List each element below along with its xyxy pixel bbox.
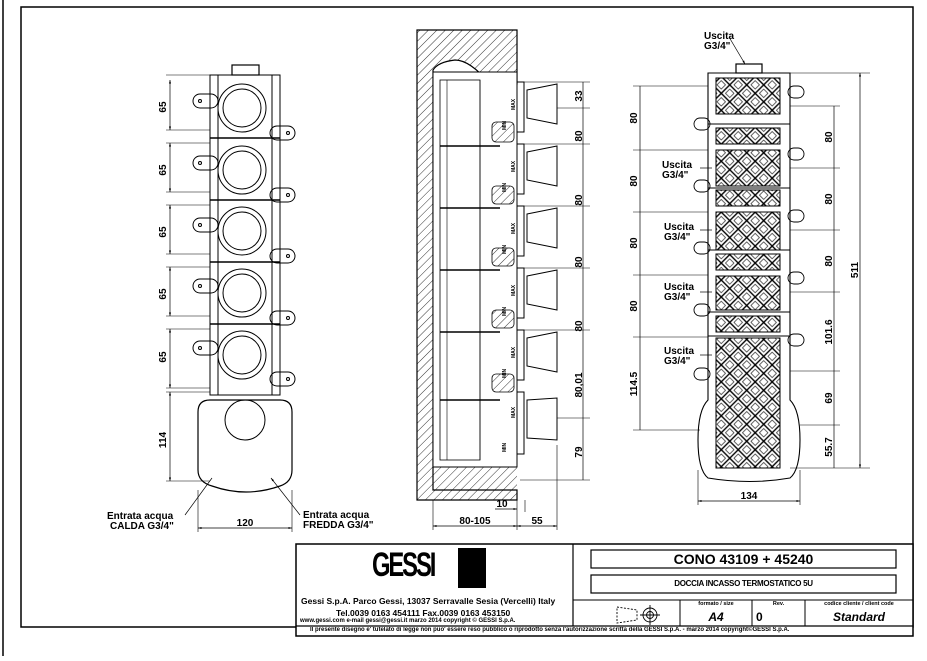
disclaimer-text: Il presente disegno e' tutelato di legge… [310, 627, 790, 633]
svg-text:MAX: MAX [511, 406, 517, 418]
dim-rear-left-3: 80 [629, 237, 640, 249]
front-module-5 [192, 330, 296, 387]
dim-rear-right-4: 101.6 [824, 319, 835, 344]
knob-2 [516, 143, 558, 195]
dim-section-0: 33 [574, 90, 585, 102]
outlet-3-line1: Uscita [664, 222, 694, 233]
logo-block [458, 548, 486, 588]
dim-rear-width: 134 [741, 491, 758, 502]
dim-rear-right-1: 80 [824, 131, 835, 143]
client-code-value: Standard [832, 610, 885, 624]
dim-front-5: 65 [158, 351, 169, 363]
front-module-3 [192, 206, 296, 264]
inlet-cold-line2: FREDDA G3/4" [303, 520, 374, 531]
outlet-2-line2: G3/4" [662, 170, 689, 181]
thermostat-body [197, 399, 293, 493]
rear-view [633, 36, 870, 505]
knob-6 [516, 391, 558, 455]
client-code-label: codice cliente / client code [824, 601, 894, 607]
inlet-hot-line2: CALDA G3/4" [110, 521, 174, 532]
outlet-top-line1: Uscita [704, 31, 734, 42]
front-module-4 [192, 268, 296, 326]
dim-rear-left-5: 114.5 [629, 371, 640, 396]
dim-section-projection: 55 [531, 516, 543, 527]
dim-front-4: 65 [158, 288, 169, 300]
knob-5 [516, 329, 558, 381]
dim-rear-right-5: 69 [824, 392, 835, 404]
outlet-5-line2: G3/4" [664, 356, 691, 367]
dim-section-offset: 10 [496, 499, 508, 510]
knob-1 [516, 81, 558, 133]
dim-rear-total: 511 [850, 261, 861, 278]
dim-section-3: 80 [574, 256, 585, 268]
svg-text:MAX: MAX [511, 346, 517, 358]
company-phone: Tel.0039 0163 454111 Fax.0039 0163 45315… [336, 608, 511, 618]
dim-front-bottom: 114 [158, 431, 169, 448]
front-module-1 [192, 83, 296, 141]
section-view-labels: 33 80 80 80 80 80,01 79 80-105 55 10 [459, 90, 585, 527]
dim-section-6: 79 [574, 446, 585, 458]
dim-section-depth: 80-105 [459, 516, 491, 527]
knob-4 [516, 267, 558, 319]
rev-value: 0 [756, 610, 763, 624]
dim-section-1: 80 [574, 130, 585, 142]
svg-text:MIN: MIN [502, 182, 508, 192]
dim-rear-left-2: 80 [629, 175, 640, 187]
format-label: formato / size [698, 601, 734, 607]
front-view-labels: 65 65 65 65 65 114 120 Entrata acqua CAL… [107, 101, 374, 532]
dim-section-4: 80 [574, 320, 585, 332]
product-description: DOCCIA INCASSO TERMOSTATICO 5U [674, 579, 813, 588]
svg-text:MAX: MAX [511, 160, 517, 172]
front-view [166, 64, 301, 532]
svg-text:MIN: MIN [502, 442, 508, 452]
dim-front-3: 65 [158, 226, 169, 238]
dim-section-5: 80,01 [574, 372, 585, 397]
inlet-hot-line1: Entrata acqua [107, 511, 174, 522]
company-web: www.gessi.com e-mail gessi@gessi.it marz… [300, 618, 516, 624]
front-module-2 [192, 145, 296, 203]
inlet-cold-line1: Entrata acqua [303, 510, 370, 521]
dim-rear-right-2: 80 [824, 193, 835, 205]
knob-3 [516, 205, 558, 257]
svg-text:MAX: MAX [511, 98, 517, 110]
projection-symbol-icon [616, 605, 660, 625]
title-block [295, 543, 914, 637]
outlet-5-line1: Uscita [664, 346, 694, 357]
svg-text:MAX: MAX [511, 284, 517, 296]
rev-label: Rev. [772, 601, 785, 607]
dim-front-1: 65 [158, 101, 169, 113]
svg-text:MIN: MIN [502, 368, 508, 378]
outlet-top-line2: G3/4" [704, 41, 731, 52]
dim-rear-right-6: 55.7 [824, 437, 835, 457]
outlet-4-line2: G3/4" [664, 292, 691, 303]
svg-text:MIN: MIN [502, 120, 508, 130]
section-view [416, 29, 590, 530]
outlet-3-line2: G3/4" [664, 232, 691, 243]
svg-text:MIN: MIN [502, 244, 508, 254]
svg-text:MIN: MIN [502, 306, 508, 316]
company-address: Gessi S.p.A. Parco Gessi, 13037 Serraval… [301, 596, 556, 606]
rear-view-labels: Uscita G3/4" Uscita G3/4" Uscita G3/4" U… [629, 31, 861, 502]
dim-section-2: 80 [574, 194, 585, 206]
outlet-2-line1: Uscita [662, 160, 692, 171]
dim-rear-left-1: 80 [629, 112, 640, 124]
outlet-4-line1: Uscita [664, 282, 694, 293]
dim-front-2: 65 [158, 164, 169, 176]
dim-rear-left-4: 80 [629, 300, 640, 312]
min-max-labels: MIN MAX MIN MAX MIN MAX MIN MAX MIN MAX … [502, 98, 517, 452]
format-value: A4 [708, 610, 724, 624]
company-logo: GESSI [372, 546, 436, 584]
dim-front-width: 120 [237, 518, 254, 529]
dim-rear-right-3: 80 [824, 255, 835, 267]
svg-text:MAX: MAX [511, 222, 517, 234]
product-code: CONO 43109 + 45240 [673, 551, 814, 567]
